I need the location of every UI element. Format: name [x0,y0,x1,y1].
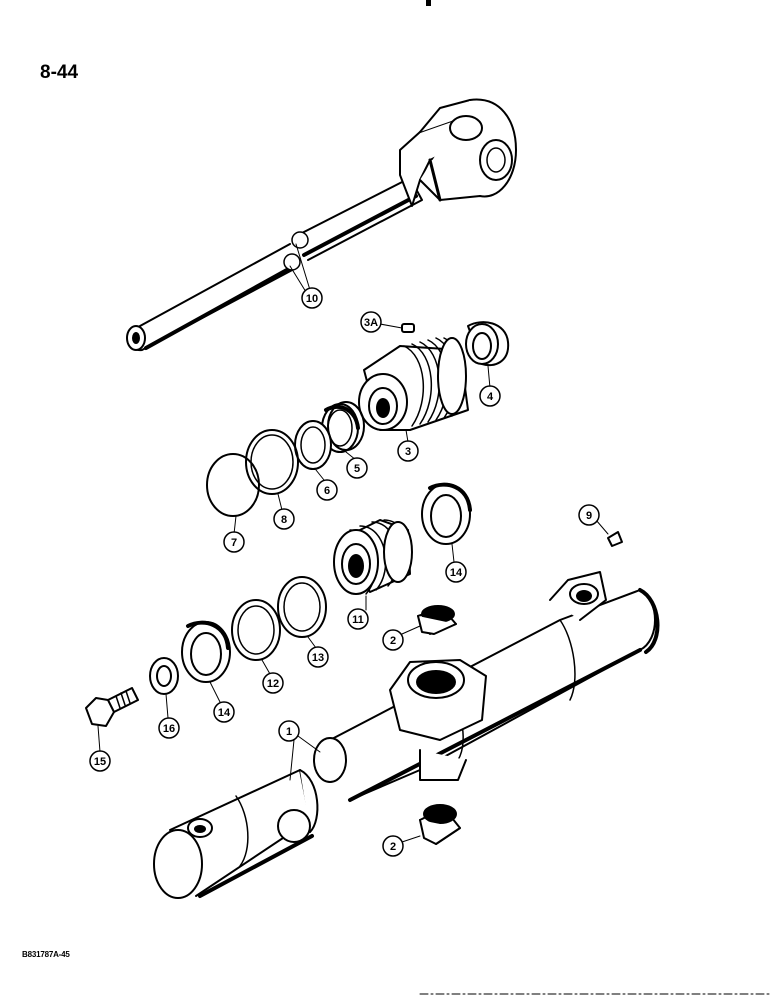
callout-15: 15 [89,750,111,772]
callout-13: 13 [307,646,329,668]
bleed-screw-9-part [607,531,623,547]
bolt-15-part [85,687,139,727]
ring-8-part [245,429,299,495]
svg-text:14: 14 [218,707,231,719]
wear-ring-14-lower-part [181,620,231,683]
callout-7: 7 [223,531,245,553]
callout-6: 6 [316,479,338,501]
svg-text:3A: 3A [364,317,378,329]
callout-14-upper: 14 [445,561,467,583]
wear-ring-14-upper-part [421,482,472,545]
callout-5: 5 [346,457,368,479]
svg-text:2: 2 [390,841,396,853]
leader-lines [97,243,609,843]
piston-part [333,519,413,595]
callout-2-lower: 2 [382,835,404,857]
svg-text:2: 2 [390,635,396,647]
document-code: B831787A-45 [22,950,70,959]
svg-text:12: 12 [267,678,279,690]
callout-14-lower: 14 [213,701,235,723]
svg-text:7: 7 [231,537,237,549]
callout-1: 1 [278,720,300,742]
svg-text:13: 13 [312,652,324,664]
svg-text:16: 16 [163,723,175,735]
callout-12: 12 [262,672,284,694]
top-mark [426,0,431,6]
svg-text:11: 11 [352,614,364,626]
bushing-2-upper-part [417,605,457,635]
svg-text:1: 1 [286,726,292,738]
callout-4: 4 [479,385,501,407]
cylinder-base-part [153,769,319,899]
svg-text:5: 5 [354,463,360,475]
svg-text:6: 6 [324,485,330,497]
callout-16: 16 [158,717,180,739]
cylinder-barrel-part [313,571,660,802]
callout-9: 9 [578,504,600,526]
svg-text:9: 9 [586,510,592,522]
gland-part [358,323,469,431]
svg-text:10: 10 [306,293,318,305]
svg-text:15: 15 [94,756,106,768]
callout-2-upper: 2 [382,629,404,651]
bushing-2-lower-part [419,804,461,845]
o-ring-7-part [206,453,260,517]
ring-4-part [465,321,510,367]
svg-text:4: 4 [487,391,494,403]
callout-8: 8 [273,508,295,530]
svg-text:3: 3 [405,446,411,458]
callout-3a: 3A [360,311,382,333]
callout-10: 10 [301,287,323,309]
callout-3: 3 [397,440,419,462]
callout-11: 11 [347,608,369,630]
piston-rod-part [126,98,517,352]
svg-text:8: 8 [281,514,287,526]
svg-text:14: 14 [450,567,463,579]
page-number: 8-44 [40,62,79,83]
